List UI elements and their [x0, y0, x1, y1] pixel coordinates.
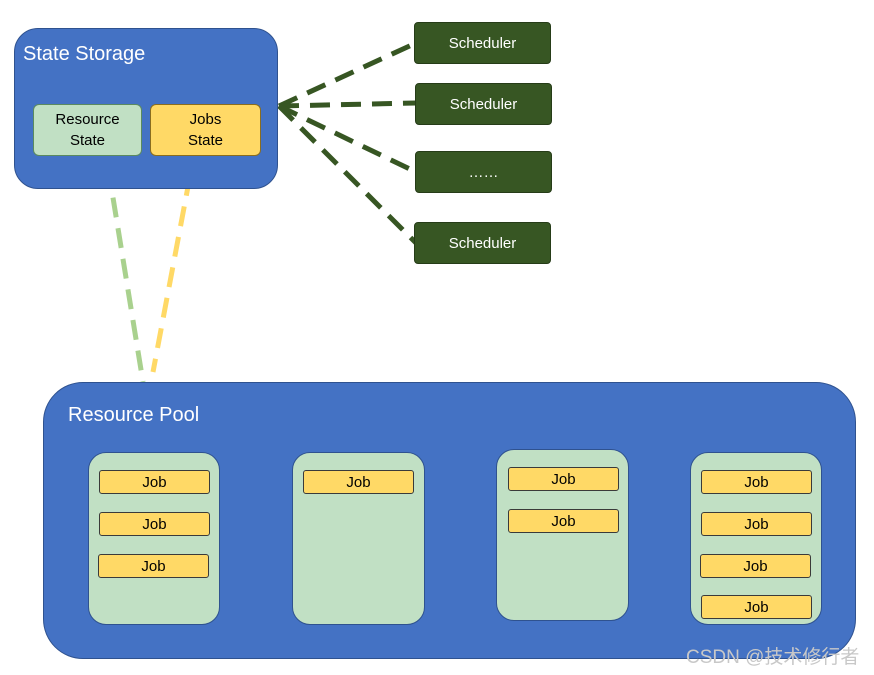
job-label: Job: [141, 557, 166, 575]
scheduler-box: Scheduler: [414, 222, 551, 264]
watermark: CSDN @技术修行者: [686, 647, 860, 668]
connector-scheduler-4: [277, 104, 418, 245]
scheduler-label: Scheduler: [448, 34, 517, 52]
resource-state-box: Resource State: [33, 104, 142, 156]
scheduler-ellipsis-label: ……: [468, 163, 499, 181]
job-box: Job: [303, 470, 414, 494]
job-box: Job: [700, 554, 811, 578]
job-label: Job: [743, 557, 768, 575]
job-label: Job: [744, 473, 769, 491]
state-storage-title: State Storage: [23, 43, 146, 65]
scheduler-label: Scheduler: [449, 95, 518, 113]
job-box: Job: [701, 512, 812, 536]
job-box: Job: [99, 512, 210, 536]
scheduler-box: Scheduler: [415, 83, 552, 125]
job-box: Job: [508, 509, 619, 533]
job-box: Job: [508, 467, 619, 491]
job-label: Job: [142, 473, 167, 491]
job-box: Job: [701, 595, 812, 619]
job-label: Job: [551, 512, 576, 530]
job-label: Job: [346, 473, 371, 491]
jobs-state-label: Jobs State: [187, 111, 224, 149]
job-box: Job: [701, 470, 812, 494]
jobs-state-box: Jobs State: [150, 104, 261, 156]
job-box: Job: [98, 554, 209, 578]
job-label: Job: [744, 515, 769, 533]
scheduler-ellipsis-box: ……: [415, 151, 552, 193]
connector-jobs-state: [150, 175, 193, 373]
connector-scheduler-3: [277, 103, 418, 175]
job-label: Job: [551, 470, 576, 488]
resource-state-label: Resource State: [55, 111, 120, 149]
connector-scheduler-2: [278, 100, 417, 109]
connector-scheduler-1: [277, 40, 418, 109]
scheduler-box: Scheduler: [414, 22, 551, 64]
job-box: Job: [99, 470, 210, 494]
connector-resource-state: [105, 166, 146, 383]
job-label: Job: [744, 598, 769, 616]
scheduler-label: Scheduler: [448, 234, 517, 252]
resource-pool-title: Resource Pool: [68, 404, 200, 426]
job-label: Job: [142, 515, 167, 533]
